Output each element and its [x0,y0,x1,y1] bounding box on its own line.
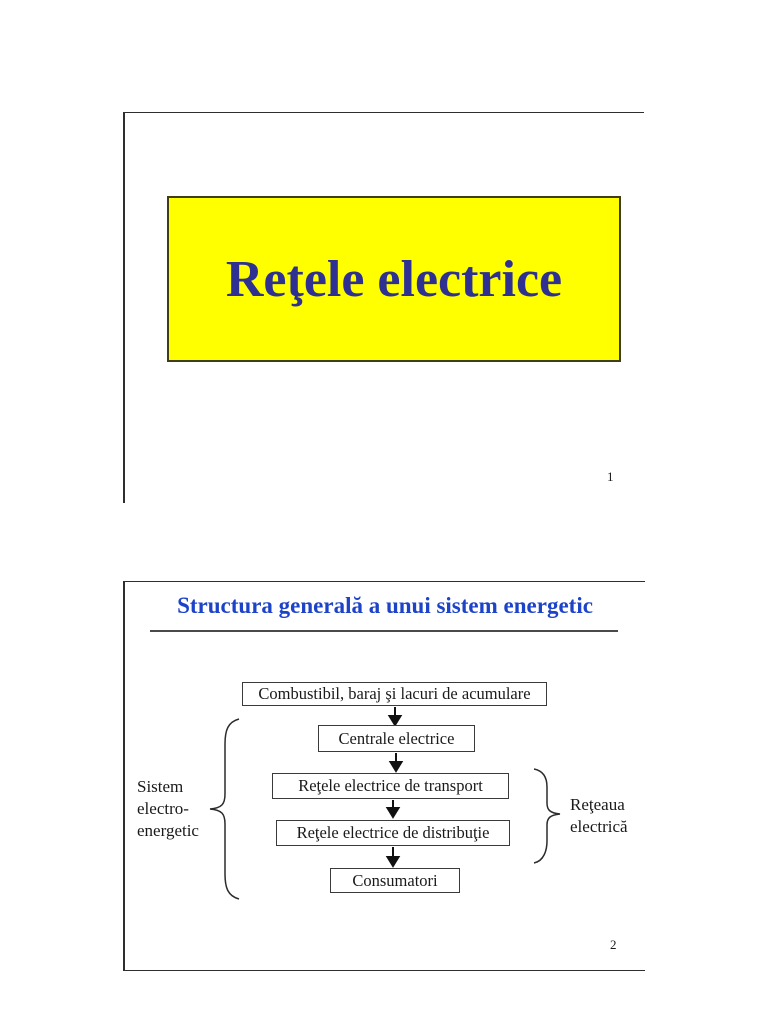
page-number-2: 2 [610,937,617,952]
slide-1: Reţele electrice 1 [123,112,644,503]
flow-arrows [385,707,404,868]
page-number-1: 1 [607,469,614,484]
title-banner: Reţele electrice [167,196,621,362]
slide-1-title: Reţele electrice [225,250,563,308]
left-brace [209,718,240,900]
flowchart-connectors [209,707,561,900]
slide-2: Structura generală a unui sistem energet… [123,581,645,971]
flow-box-transport-networks: Reţele electrice de transport [272,773,509,799]
flow-box-sources: Combustibil, baraj şi lacuri de acumular… [242,682,547,706]
right-brace [533,768,561,864]
left-brace-label-line: electro- [137,799,189,818]
title-underline-rule [150,630,618,632]
flow-box-power-plants: Centrale electrice [318,725,475,752]
left-brace-label: Sistem electro- energetic [137,776,199,842]
left-brace-label-line: Sistem [137,777,184,796]
left-brace-label-line: energetic [137,821,199,840]
slide-2-title: Structura generală a unui sistem energet… [177,593,593,618]
right-brace-label-line: Reţeaua [570,795,625,814]
right-brace-label-line: electrică [570,817,628,836]
flow-box-distribution-networks: Reţele electrice de distribuţie [276,820,510,846]
right-brace-label: Reţeaua electrică [570,794,628,838]
flow-box-consumers: Consumatori [330,868,460,893]
